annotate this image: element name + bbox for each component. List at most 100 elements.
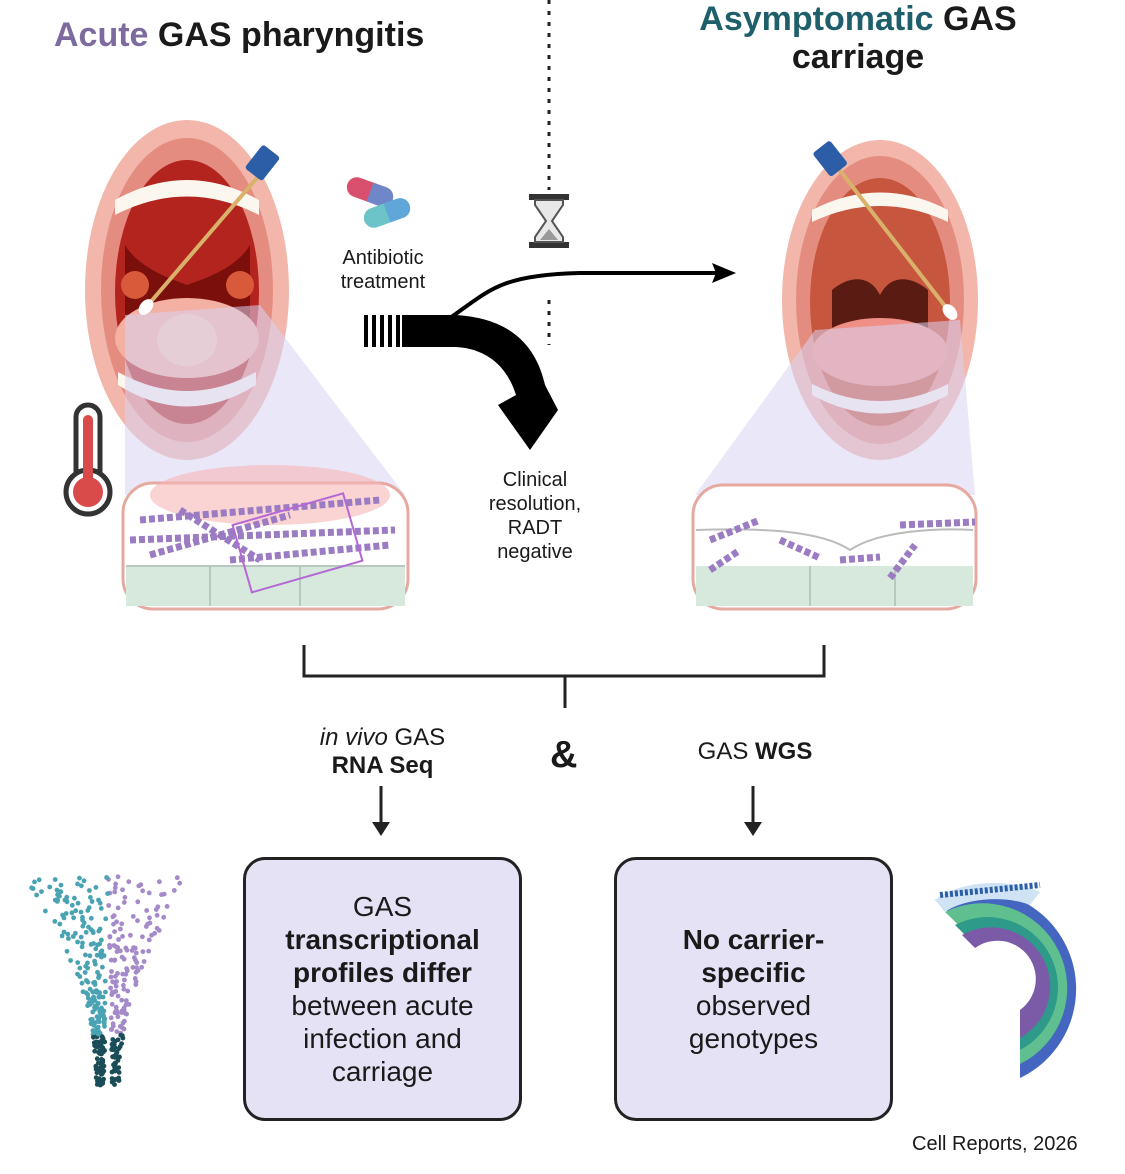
swab-icon [138,145,280,315]
volcano-point [78,909,84,915]
volcano-point [102,978,108,984]
volcano-point [92,1043,97,1048]
volcano-point [115,1058,121,1063]
volcano-point [120,887,125,893]
volcano-point [121,982,126,988]
volcano-point [95,1078,100,1084]
volcano-point [32,879,37,885]
volcano-point [112,929,117,934]
title-carriage: Asymptomatic GAS carriage [678,0,1038,76]
volcano-point [57,921,63,927]
volcano-point [75,900,81,906]
volcano-point [62,897,68,903]
swab-icon-right [813,141,958,320]
volcano-point [43,908,48,914]
volcano-point [73,930,78,936]
volcano-point [101,1049,106,1055]
volcano-point [83,952,88,958]
volcano-point [174,875,180,881]
volcano-point [58,889,64,895]
volcano-point [133,950,139,956]
volcano-point [112,1054,118,1060]
volcano-point [54,887,60,893]
volcano-point [36,877,42,883]
volcano-point [119,1008,125,1014]
volcano-point [99,948,105,954]
volcano-point [89,899,95,904]
volcano-point [101,1068,107,1074]
volcano-point [85,979,91,985]
volcano-point [80,914,85,920]
volcano-point [39,889,44,894]
volcano-point [108,974,114,980]
volcano-point [125,988,131,994]
volcano-point [64,948,70,954]
volcano-point [135,899,141,905]
volcano-point [146,890,152,896]
arrow-wgs [744,786,762,836]
rnaseq-gas: GAS [394,724,446,751]
volcano-point [75,881,80,887]
volcano-point [83,929,89,935]
volcano-point [77,965,83,971]
volcano-point [61,929,67,935]
volcano-point [79,980,85,986]
volcano-point [115,945,120,950]
volcano-point [113,974,118,979]
volcano-point [94,1070,100,1076]
volcano-point [101,1020,107,1026]
volcano-point [92,1048,98,1054]
volcano-point [121,986,127,992]
volcano-point [135,918,140,924]
volcano-point [68,958,73,963]
volcano-point [55,897,60,903]
thermometer-icon [63,402,113,517]
title-acute: Acute GAS pharyngitis [54,16,424,54]
volcano-point [114,949,120,954]
volcano-point [47,884,53,890]
volcano-point [139,964,145,970]
box-left-line1: GAS [352,891,413,922]
volcano-point [161,914,167,920]
volcano-point [111,943,117,948]
volcano-point [113,983,119,989]
volcano-point [87,953,93,959]
volcano-point [88,942,94,947]
volcano-point [69,910,75,916]
volcano-point [87,888,92,893]
volcano-point [126,879,132,885]
volcano-point [123,998,129,1003]
box-right-bold2: specific [701,957,806,988]
rnaseq-label: in vivo GAS RNA Seq [290,724,475,780]
volcano-point [112,1082,117,1087]
volcano-point [114,1029,120,1034]
volcano-point [71,915,76,921]
volcano-point [99,1057,105,1063]
volcano-point [98,1064,104,1070]
volcano-point [59,933,65,939]
volcano-point [81,878,87,884]
volcano-point [123,1011,128,1016]
box-left-line4: carriage [331,1056,434,1087]
volcano-point [55,892,60,898]
result-box-genotypes: No carrier- specific observed genotypes [614,857,893,1121]
volcano-point [115,993,121,999]
volcano-point [75,939,80,945]
title-acute-word: Acute [54,16,149,54]
volcano-point [130,965,136,970]
box-left-line3: infection and [303,1023,462,1054]
volcano-point [109,1027,115,1032]
wgs-gas: GAS [697,738,749,765]
wgs-label: GAS WGS [670,738,840,766]
volcano-point [52,877,58,882]
clinical-line-2: resolution, [488,493,582,515]
volcano-point [80,940,85,946]
volcano-point [77,875,82,881]
volcano-point [86,924,91,930]
volcano-point [122,977,127,983]
volcano-point [112,1064,117,1070]
volcano-point [109,1001,115,1007]
volcano-point [107,934,113,940]
volcano-point [90,1028,96,1033]
volcano-point [140,934,145,940]
